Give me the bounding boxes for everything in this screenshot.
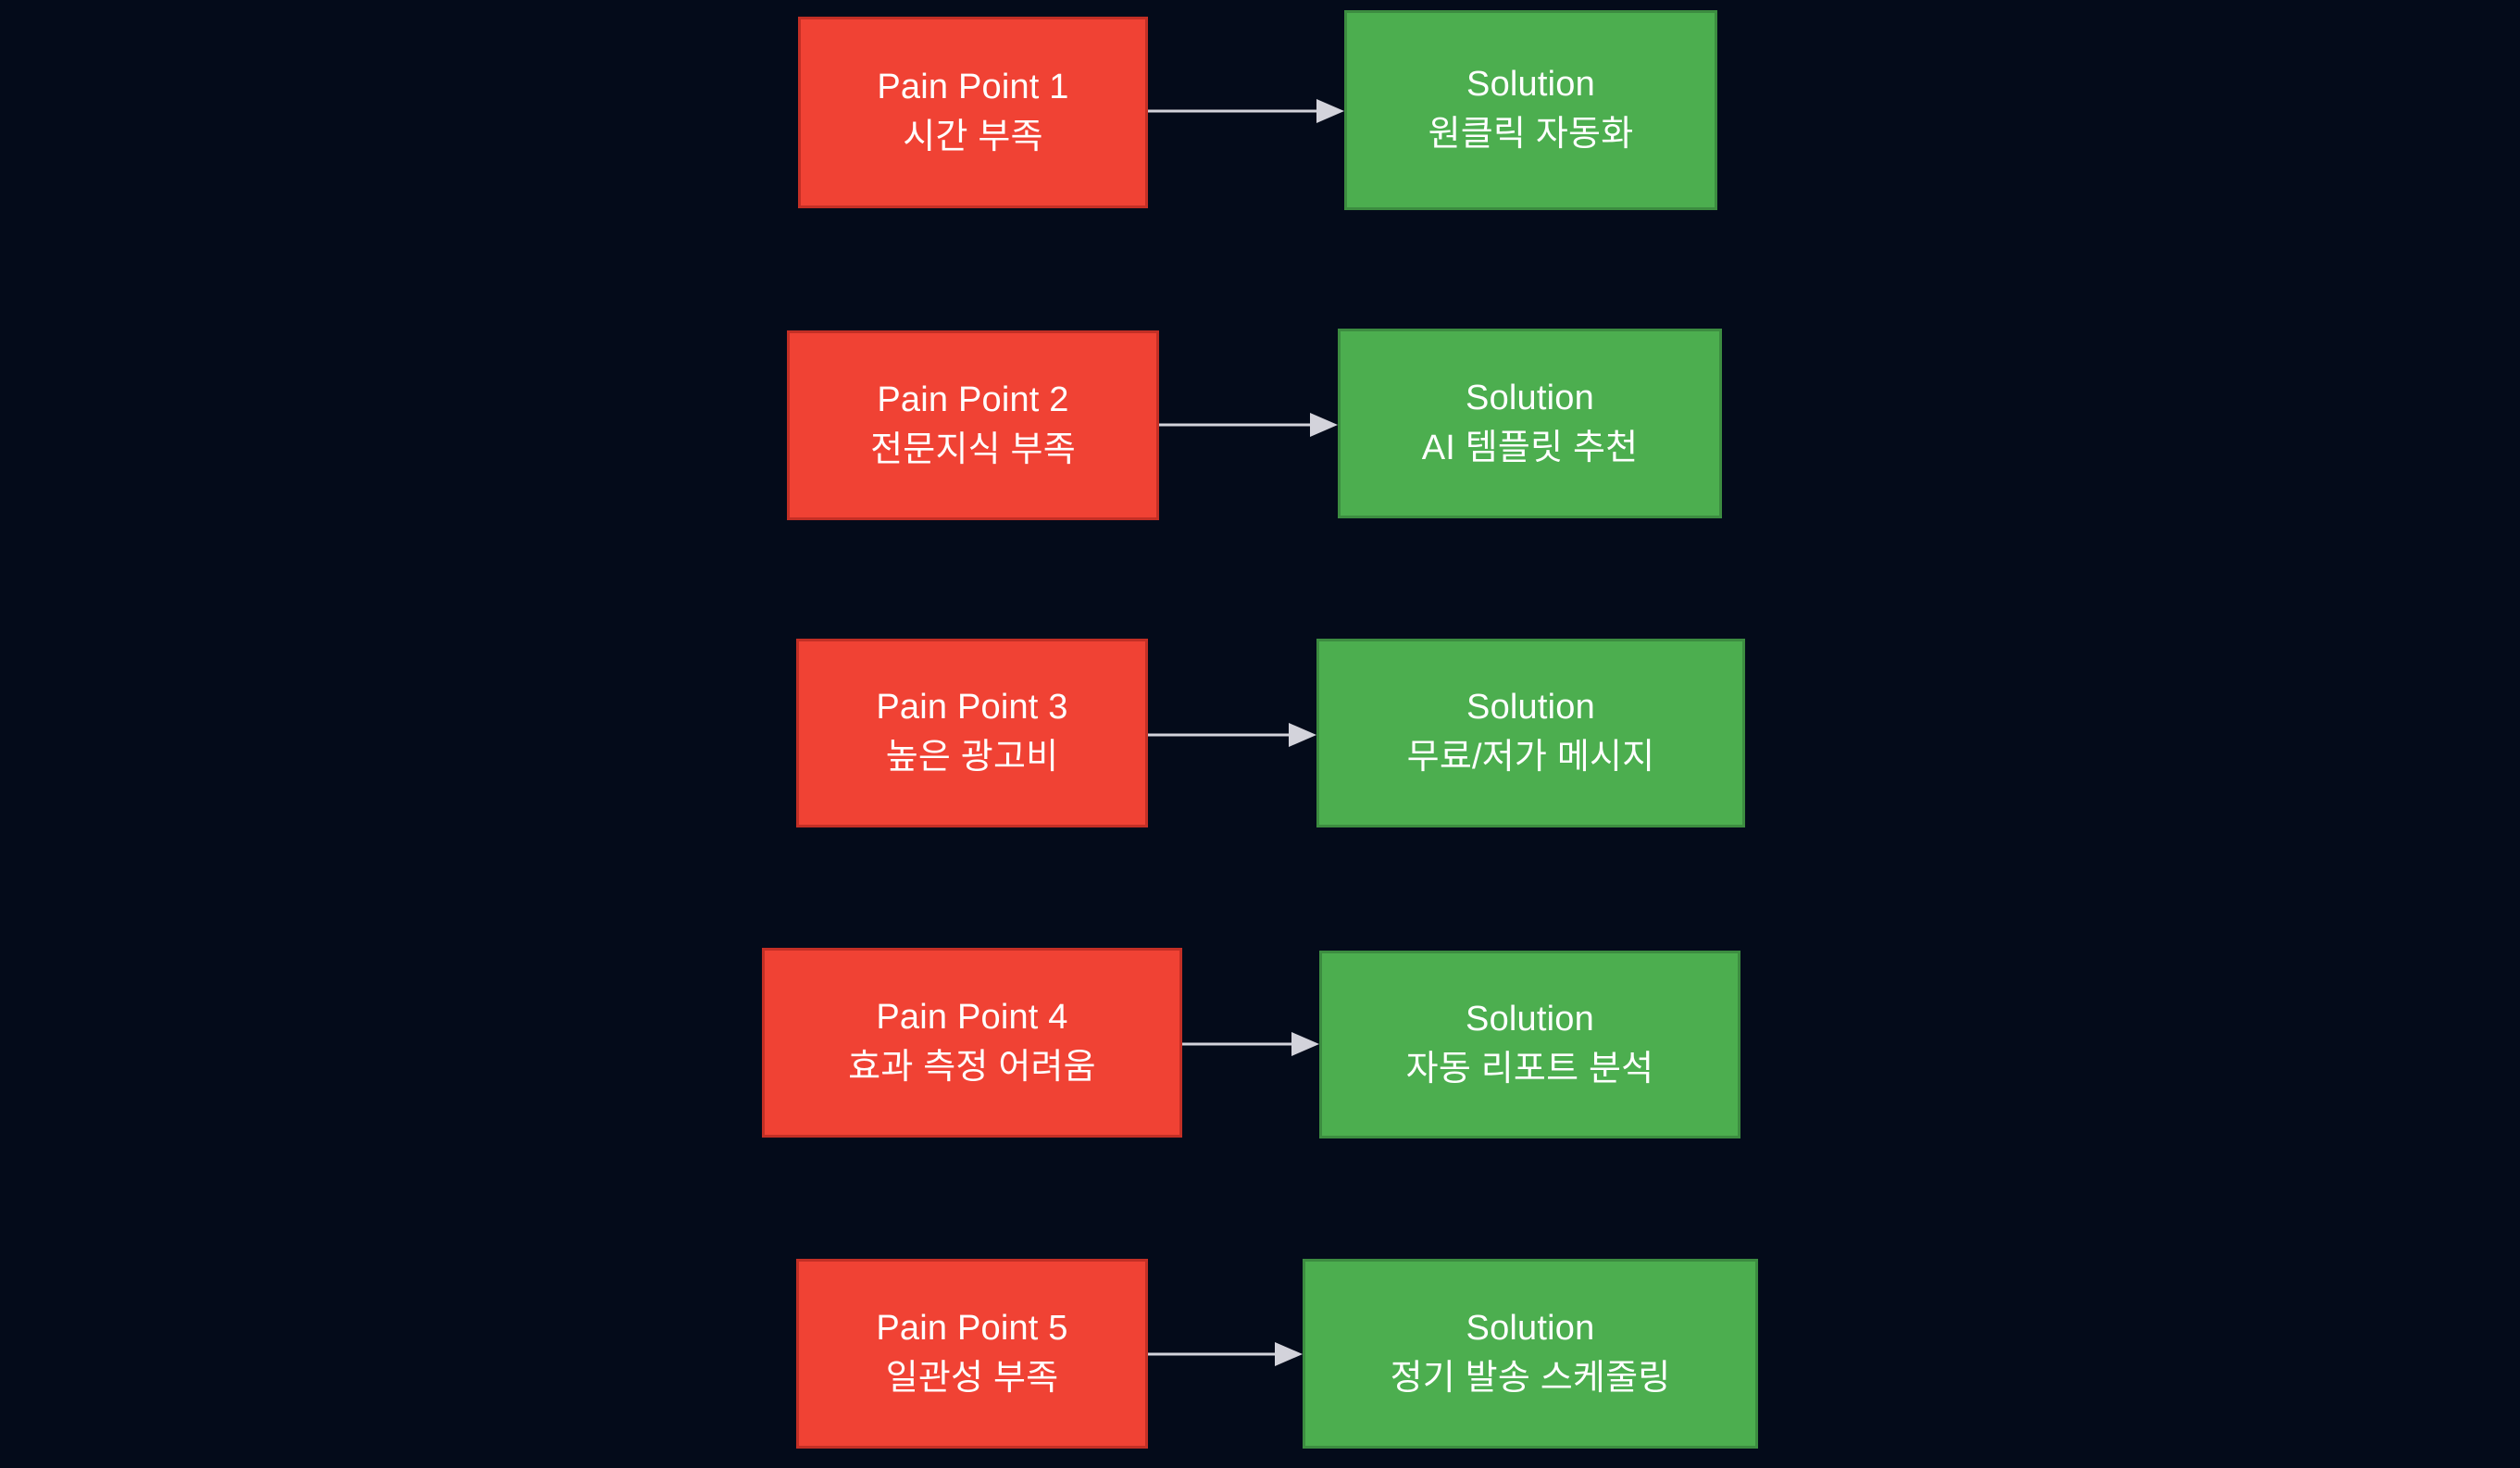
solution-node-1[interactable]: Solution 원클릭 자동화 (1344, 10, 1717, 210)
pain-node-3-title: Pain Point 3 (876, 688, 1068, 728)
solution-node-5-detail: 정기 발송 스케줄링 (1390, 1358, 1671, 1398)
pain-node-5[interactable]: Pain Point 5 일관성 부족 (796, 1259, 1148, 1449)
solution-node-2-detail: AI 템플릿 추천 (1421, 428, 1639, 467)
solution-node-4[interactable]: Solution 자동 리포트 분석 (1319, 951, 1740, 1138)
solution-node-3-detail: 무료/저가 메시지 (1406, 738, 1655, 777)
solution-node-3-title: Solution (1466, 688, 1595, 728)
solution-node-2-title: Solution (1466, 378, 1594, 417)
pain-node-4-detail: 효과 측정 어려움 (848, 1047, 1096, 1087)
solution-node-1-title: Solution (1466, 65, 1595, 105)
pain-node-2[interactable]: Pain Point 2 전문지식 부족 (787, 330, 1159, 520)
solution-node-5[interactable]: Solution 정기 발송 스케줄링 (1303, 1259, 1758, 1449)
pain-node-5-title: Pain Point 5 (876, 1308, 1068, 1348)
pain-node-4[interactable]: Pain Point 4 효과 측정 어려움 (762, 948, 1182, 1138)
pain-node-1-detail: 시간 부족 (903, 117, 1043, 156)
solution-node-3[interactable]: Solution 무료/저가 메시지 (1316, 639, 1745, 827)
pain-node-4-title: Pain Point 4 (876, 997, 1068, 1037)
solution-node-4-title: Solution (1466, 999, 1594, 1039)
solution-node-2[interactable]: Solution AI 템플릿 추천 (1338, 329, 1722, 518)
pain-node-3[interactable]: Pain Point 3 높은 광고비 (796, 639, 1148, 827)
pain-node-2-detail: 전문지식 부족 (870, 429, 1076, 469)
arrow-pain-to-solution-4 (1182, 1032, 1319, 1056)
arrow-pain-to-solution-2 (1159, 413, 1338, 437)
arrow-pain-to-solution-3 (1148, 723, 1316, 747)
solution-node-5-title: Solution (1466, 1308, 1595, 1348)
pain-node-2-title: Pain Point 2 (877, 379, 1069, 419)
pain-node-1[interactable]: Pain Point 1 시간 부족 (798, 17, 1148, 208)
solution-node-4-detail: 자동 리포트 분석 (1405, 1049, 1654, 1089)
solution-node-1-detail: 원클릭 자동화 (1428, 115, 1634, 154)
pain-node-1-title: Pain Point 1 (877, 67, 1069, 106)
pain-node-5-detail: 일관성 부족 (885, 1358, 1059, 1398)
pain-node-3-detail: 높은 광고비 (885, 738, 1059, 777)
arrow-pain-to-solution-5 (1148, 1342, 1303, 1366)
arrow-pain-to-solution-1 (1148, 99, 1344, 123)
